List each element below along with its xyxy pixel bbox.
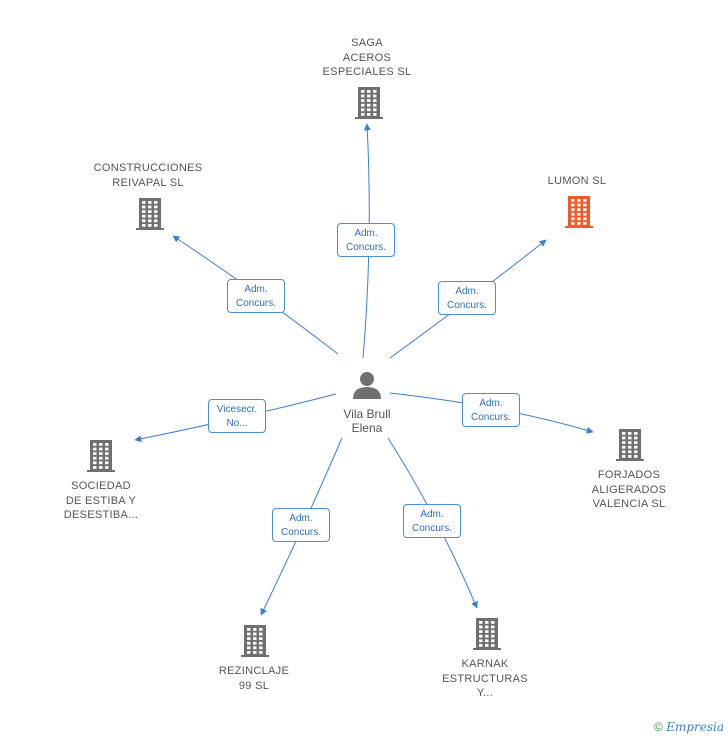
company-label-line: FORJADOS — [597, 469, 661, 481]
company-label-line: DE ESTIBA Y — [65, 494, 137, 507]
company-label-saga[interactable]: SAGA ACEROS ESPECIALES SL — [307, 36, 427, 80]
company-label-line: REZINCLAJE — [218, 665, 290, 677]
company-label-line: VALENCIA SL — [592, 498, 666, 510]
relation-badge-line: Concurs. — [446, 300, 487, 311]
relation-badge-line: Concurs. — [235, 298, 276, 309]
relation-badge-construcciones[interactable]: Adm. Concurs. — [227, 279, 285, 313]
company-label-construcciones[interactable]: CONSTRUCCIONES REIVAPAL SL — [78, 161, 218, 190]
relation-badge-lumon[interactable]: Adm. Concurs. — [438, 281, 496, 315]
building-icon[interactable] — [565, 196, 593, 228]
building-icon[interactable] — [241, 625, 269, 657]
relation-badge-saga[interactable]: Adm. Concurs. — [337, 223, 395, 257]
relation-badge-line: Concurs. — [280, 527, 321, 538]
person-icon[interactable] — [353, 372, 381, 399]
company-label-line: DESESTIBA... — [63, 509, 139, 521]
company-label-line: ACEROS — [342, 51, 392, 64]
company-label-line: SOCIEDAD — [71, 480, 131, 492]
relation-badge-line: No... — [226, 418, 248, 429]
relation-badge-line: Adm. — [244, 284, 268, 295]
company-label-sociedad[interactable]: SOCIEDAD DE ESTIBA Y DESESTIBA... — [41, 479, 161, 523]
company-label-line: REIVAPAL SL — [112, 176, 184, 189]
relation-badge-line: Adm. — [289, 513, 313, 524]
company-label-line: LUMON SL — [547, 175, 607, 187]
relation-badge-sociedad[interactable]: Vicesecr. No... — [208, 399, 266, 433]
relation-badge-forjados[interactable]: Adm. Concurs. — [462, 393, 520, 427]
relation-badge-line: Concurs. — [470, 412, 511, 423]
relation-badge-line: Concurs. — [411, 523, 452, 534]
company-label-forjados[interactable]: FORJADOS ALIGERADOS VALENCIA SL — [569, 468, 689, 512]
relation-badge-karnak[interactable]: Adm. Concurs. — [403, 504, 461, 538]
company-label-line: 99 SL — [238, 679, 270, 692]
relation-badge-line: Concurs. — [345, 242, 386, 253]
company-label-line: ALIGERADOS — [591, 483, 667, 496]
relation-badge-line: Adm. — [354, 228, 378, 239]
company-label-line: CONSTRUCCIONES — [93, 162, 203, 174]
building-icon[interactable] — [355, 87, 383, 119]
building-icon[interactable] — [136, 198, 164, 230]
building-icon[interactable] — [616, 429, 644, 461]
person-name-line: Vila Brull — [343, 407, 391, 421]
brand-logo: Empresia — [666, 720, 724, 734]
relation-badge-line: Adm. — [455, 286, 479, 297]
relation-badge-line: Vicesecr. — [216, 404, 258, 415]
company-label-karnak[interactable]: KARNAK ESTRUCTURAS Y... — [425, 657, 545, 701]
relation-badge-line: Adm. — [479, 398, 503, 409]
company-label-lumon[interactable]: LUMON SL — [517, 174, 637, 189]
building-icon[interactable] — [473, 618, 501, 650]
company-label-line: SAGA — [351, 37, 383, 49]
company-label-line: KARNAK — [461, 658, 509, 670]
relation-badge-line: Adm. — [420, 509, 444, 520]
person-name-line: Elena — [351, 421, 383, 435]
footer[interactable]: © Empresia — [654, 720, 724, 734]
company-label-line: Y... — [476, 687, 494, 699]
copyright-icon: © — [654, 720, 663, 734]
building-icon[interactable] — [87, 440, 115, 472]
relation-badge-rezinclaje[interactable]: Adm. Concurs. — [272, 508, 330, 542]
company-label-line: ESPECIALES SL — [322, 66, 412, 78]
company-label-line: ESTRUCTURAS — [442, 672, 528, 685]
company-label-rezinclaje[interactable]: REZINCLAJE 99 SL — [194, 664, 314, 693]
